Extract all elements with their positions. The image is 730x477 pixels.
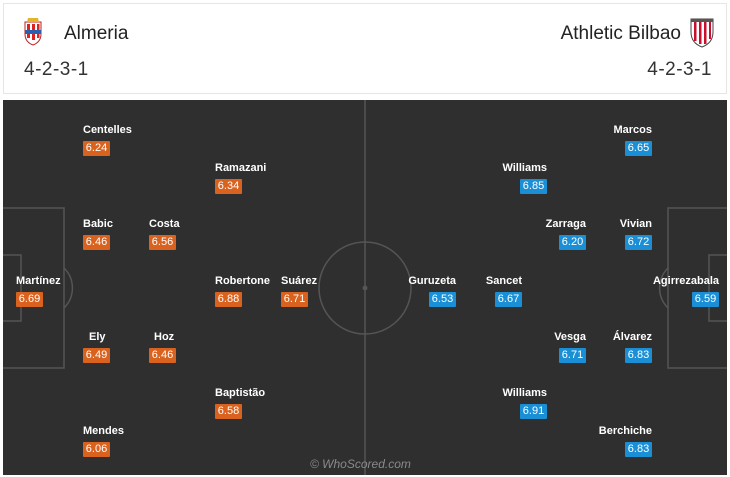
away-player-sancet[interactable]: Sancet 6.67	[462, 275, 522, 307]
away-player-berchiche[interactable]: Berchiche 6.83	[582, 425, 652, 457]
home-team-name[interactable]: Almeria	[64, 23, 129, 44]
away-player-williams-1[interactable]: Williams 6.85	[487, 162, 547, 194]
away-player-zarraga[interactable]: Zarraga 6.20	[526, 218, 586, 250]
player-name: Babic	[83, 218, 113, 230]
player-name: Guruzeta	[408, 275, 456, 287]
player-rating: 6.72	[625, 235, 652, 250]
away-player-williams-2[interactable]: Williams 6.91	[487, 387, 547, 419]
player-name: Hoz	[154, 331, 175, 343]
player-rating: 6.85	[520, 179, 547, 194]
player-rating: 6.59	[692, 292, 719, 307]
away-player-alvarez[interactable]: Álvarez 6.83	[592, 331, 652, 363]
player-name: Martínez	[16, 275, 61, 287]
player-rating: 6.46	[149, 348, 176, 363]
player-name: Berchiche	[598, 425, 652, 437]
player-name: Vesga	[554, 331, 586, 343]
away-player-marcos[interactable]: Marcos 6.65	[592, 124, 652, 156]
player-rating: 6.46	[83, 235, 110, 250]
player-name: Zarraga	[545, 218, 586, 230]
player-rating: 6.71	[559, 348, 586, 363]
athletic-bilbao-crest-icon	[690, 18, 714, 48]
away-player-agirrezabala[interactable]: Agirrezabala 6.59	[639, 275, 719, 307]
pitch: Centelles 6.24 Ramazani 6.34 Babic 6.46 …	[3, 100, 727, 475]
player-name: Marcos	[613, 124, 652, 136]
player-name: Centelles	[83, 124, 132, 136]
player-rating: 6.20	[559, 235, 586, 250]
player-name: Sancet	[485, 275, 522, 287]
almeria-crest-icon	[24, 18, 42, 46]
player-name: Ely	[89, 331, 106, 343]
player-name: Robertone	[215, 275, 270, 287]
player-rating: 6.69	[16, 292, 43, 307]
player-rating: 6.24	[83, 141, 110, 156]
player-name: Mendes	[83, 425, 124, 437]
player-name: Vivian	[619, 218, 652, 230]
player-rating: 6.91	[520, 404, 547, 419]
player-rating: 6.71	[281, 292, 308, 307]
whoscored-watermark: © WhoScored.com	[310, 457, 411, 471]
player-rating: 6.53	[429, 292, 456, 307]
away-formation: 4-2-3-1	[647, 59, 712, 80]
away-player-vesga[interactable]: Vesga 6.71	[526, 331, 586, 363]
home-formation: 4-2-3-1	[24, 59, 89, 80]
player-rating: 6.67	[495, 292, 522, 307]
player-rating: 6.65	[625, 141, 652, 156]
away-player-guruzeta[interactable]: Guruzeta 6.53	[396, 275, 456, 307]
player-name: Baptistão	[215, 387, 266, 399]
player-rating: 6.83	[625, 348, 652, 363]
player-rating: 6.58	[215, 404, 242, 419]
player-rating: 6.56	[149, 235, 176, 250]
player-name: Costa	[149, 218, 180, 230]
pitch-markings	[3, 100, 727, 475]
player-name: Williams	[502, 387, 547, 399]
player-rating: 6.88	[215, 292, 242, 307]
player-name: Williams	[502, 162, 547, 174]
player-rating: 6.83	[625, 442, 652, 457]
player-rating: 6.34	[215, 179, 242, 194]
player-name: Álvarez	[612, 331, 652, 343]
away-team-name[interactable]: Athletic Bilbao	[560, 23, 681, 44]
player-rating: 6.06	[83, 442, 110, 457]
player-name: Agirrezabala	[652, 275, 719, 287]
match-header: Almeria 4-2-3-1 Athletic Bilbao 4-2-3-1	[3, 3, 727, 94]
player-rating: 6.49	[83, 348, 110, 363]
player-name: Ramazani	[215, 162, 267, 174]
player-name: Suárez	[281, 275, 318, 287]
away-player-vivian[interactable]: Vivian 6.72	[592, 218, 652, 250]
